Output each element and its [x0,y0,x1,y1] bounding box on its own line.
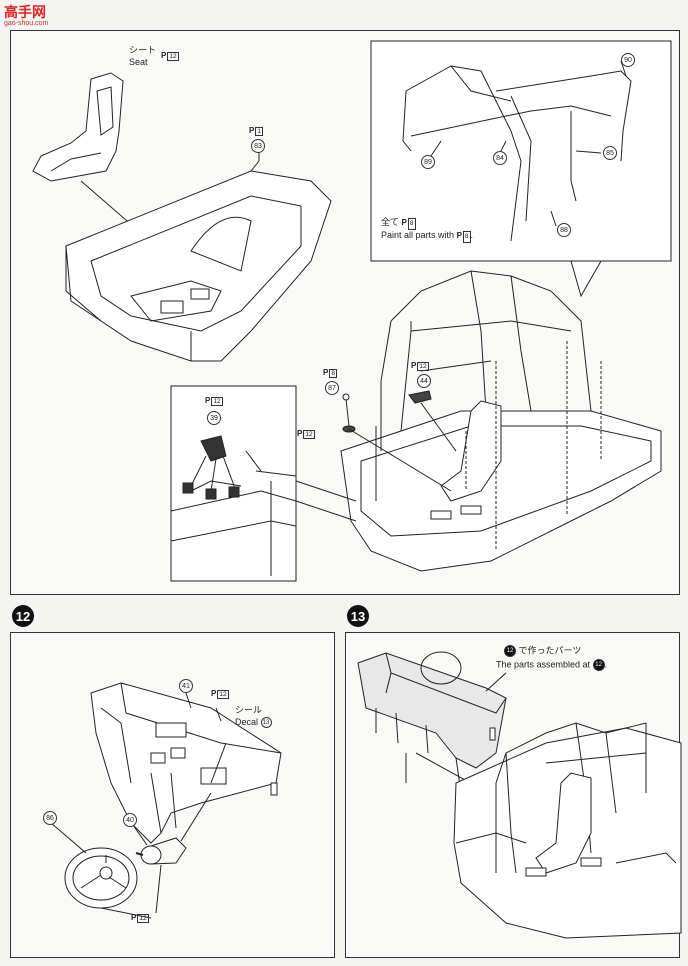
part-83: 83 [251,139,265,153]
part-88: 88 [557,223,571,237]
part-89: 89 [421,155,435,169]
assembled-note-en: The parts assembled at 12. [496,659,608,671]
part-84: 84 [493,151,507,165]
final-assembly-drawing [357,651,682,939]
part-44: 44 [417,374,431,388]
part-40: 40 [123,813,137,827]
decal-label-jp: シール [235,705,263,715]
part-41: 41 [179,679,193,693]
dashboard-drawing [50,682,282,919]
part-87: 87 [325,381,339,395]
part-39: 39 [207,411,221,425]
decal-label-en: Decal 13 [235,717,272,729]
step-13-panel: 12 で作ったパーツ The parts assembled at 12. [345,632,682,958]
assembled-note-jp: 12 で作ったパーツ [504,645,581,657]
step-12-badge: 12 [12,605,34,627]
step-ref-badge-jp: 12 [504,645,516,657]
part-85: 85 [603,146,617,160]
decal-number: 13 [260,717,272,729]
watermark-title: 高手网 [4,4,46,20]
watermark-url: gao-shou.com [4,20,49,27]
seat-label-en: Seat [129,57,148,67]
step-ref-badge-en: 12 [592,659,605,671]
seat-label-jp: シート [129,45,157,55]
seat-drawing [32,40,672,582]
watermark: 高手网 gao-shou.com [4,2,48,27]
part-90: 90 [621,53,635,67]
step-13-badge: 13 [347,605,369,627]
part-86: 86 [43,811,57,825]
